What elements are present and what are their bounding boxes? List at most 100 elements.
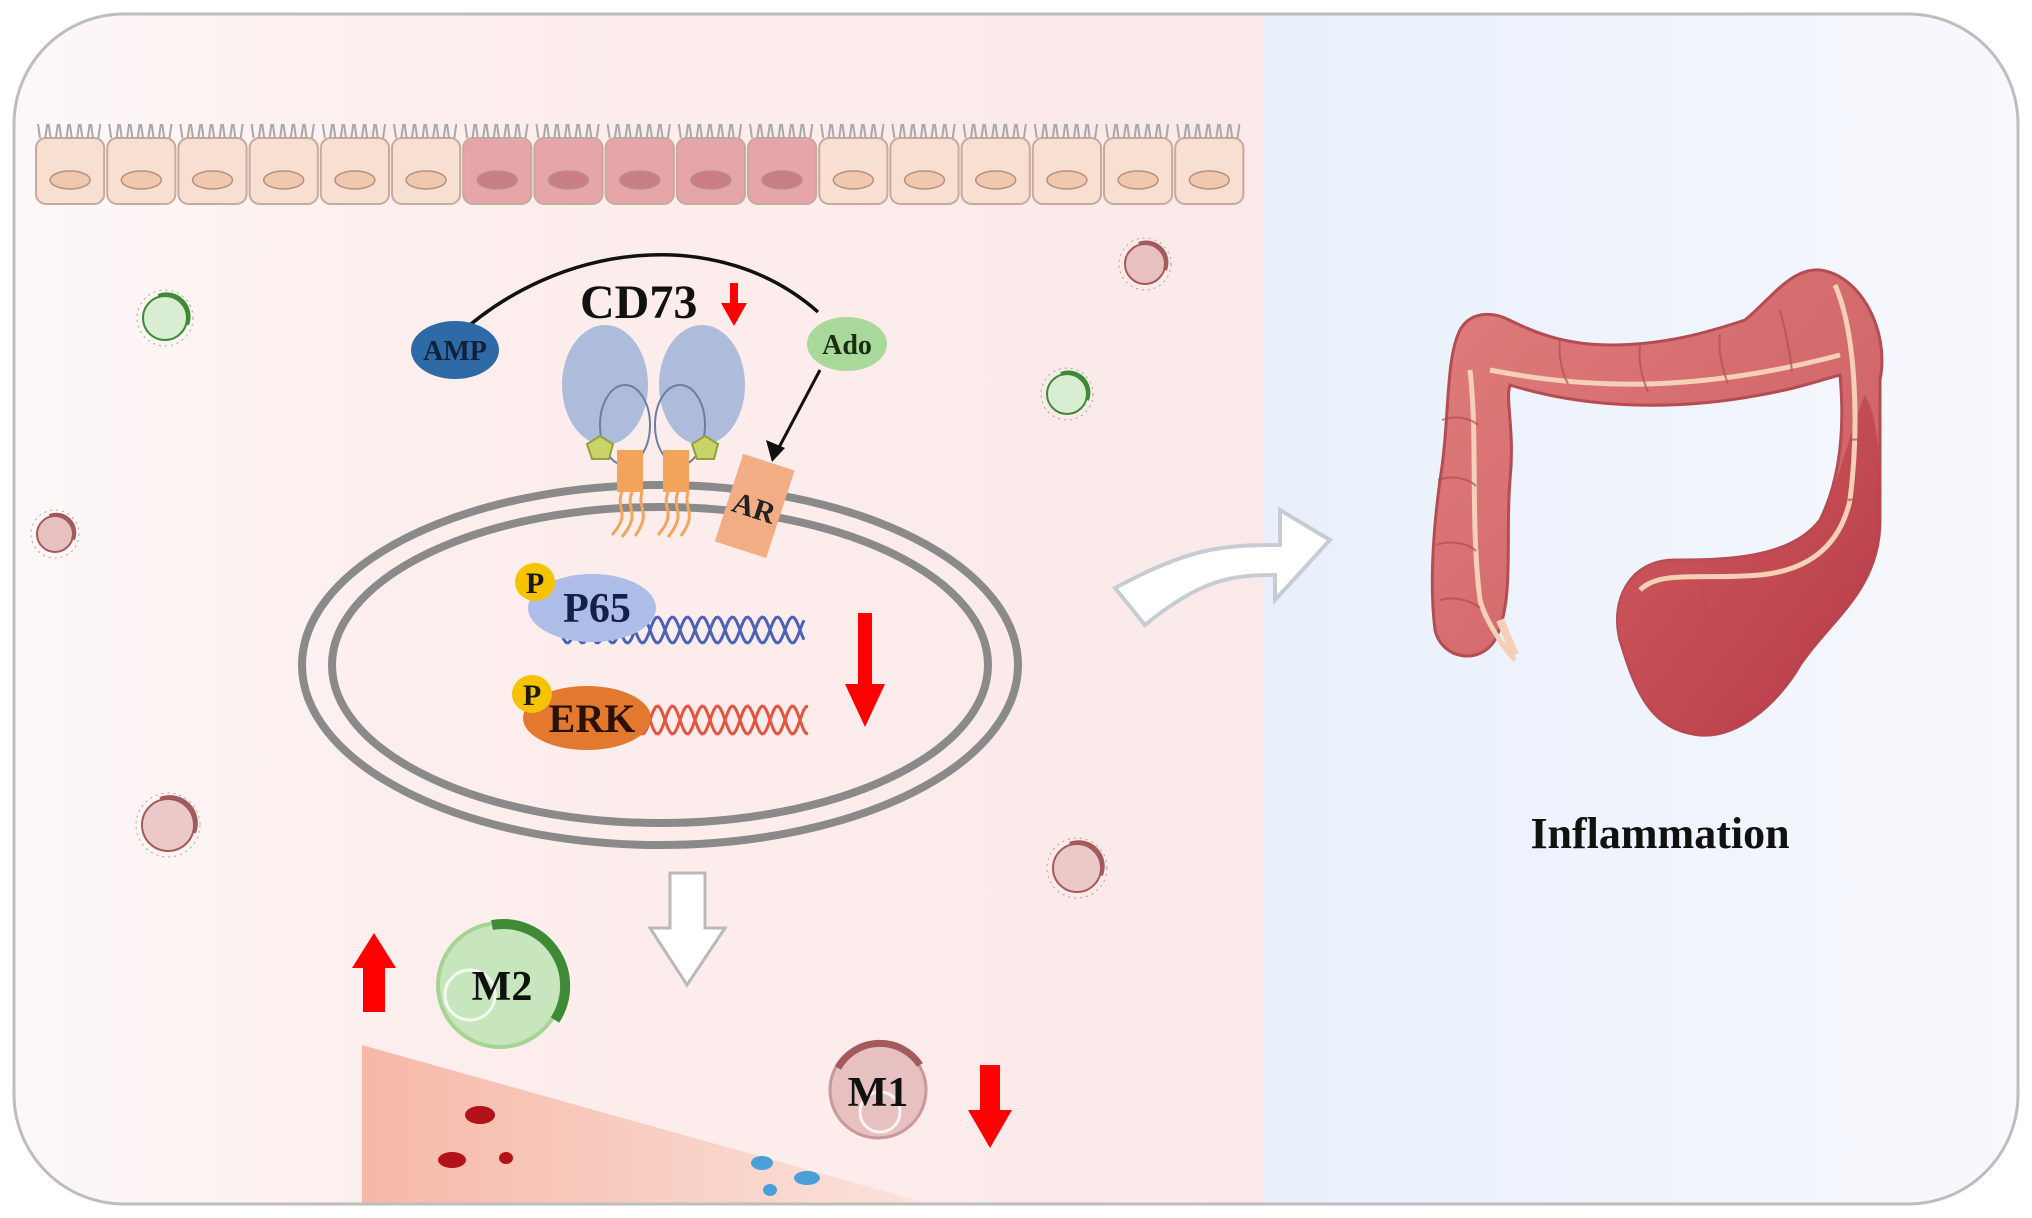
small-cell [142,295,188,341]
microvilli [1176,123,1241,139]
microvilli [108,123,173,139]
cell-nucleus [191,170,234,190]
cell-nucleus [1188,170,1231,190]
colon-fold [1435,541,1477,552]
p65-node [528,574,656,642]
ado-to-ar-arrow [773,369,822,456]
ado-to-ar-arrowhead [766,440,785,462]
cell-membrane [135,792,201,858]
m1-label: M1 [848,1070,909,1116]
colon-fold [1437,476,1477,487]
cell-nucleus [405,170,447,190]
cell-edge [1069,840,1105,876]
small-cell [1046,373,1088,415]
erk-node [523,686,651,750]
ado-label: Ado [822,330,872,361]
dna-strand [618,704,809,736]
cell-nucleus [618,170,661,190]
microvilli [1105,123,1170,139]
cytokine-dots [438,1106,820,1196]
colon-fold [1699,579,1708,629]
cell-nucleus [334,170,376,190]
microvilli [179,123,244,139]
cell-edge [48,512,77,541]
cell-nucleus [120,170,163,190]
down-arrow-icon [968,1065,1012,1148]
microvilli [393,123,458,139]
microvilli [1033,123,1099,139]
m1-macrophage-icon [828,1039,928,1140]
cd73-protein-icon [562,325,745,538]
cell-membrane-icon [298,481,1022,849]
microvilli [820,123,885,139]
cell-nucleus [476,170,519,190]
inflammation-label: Inflammation [1530,809,1789,858]
cd73-label: CD73 [580,276,697,329]
colon-fold [1759,599,1777,641]
cell-nucleus [1117,170,1159,190]
cell-edge [157,292,191,326]
dna-strand [618,704,809,736]
colon-fold [1849,438,1881,451]
cell-nucleus [903,170,946,190]
epithelium-icon [35,123,1245,205]
hollow-right-arrow-icon [1111,506,1334,628]
down-arrow-icon [721,283,747,326]
colon-fold [1819,579,1851,595]
small-cell [36,515,74,553]
conversion-arc [453,253,820,340]
ar-receptor-icon: AR [714,453,795,559]
colon-fold [1638,345,1649,393]
up-arrow-icon [352,933,396,1012]
cell-edge [1138,240,1169,271]
frame [12,12,2020,1206]
cell-edge [1060,370,1091,401]
cell-membrane [30,509,80,559]
phospho-node [515,563,555,601]
cell-nucleus [761,170,803,190]
microvilli [677,123,743,139]
microvilli [321,123,387,139]
small-cell [141,798,195,852]
tissue-wedge [362,1045,930,1204]
microvilli [606,123,671,139]
colon-fold [1558,339,1569,385]
colon-fold [1439,597,1481,609]
cell-nucleus [547,170,590,190]
cell-nucleus [974,170,1017,190]
colon-icon [1430,268,1884,737]
microvilli [962,123,1027,139]
small-cell [1124,243,1166,285]
m2-label: M2 [472,964,533,1010]
erk-label: ERK [549,696,636,741]
cell-membrane [136,289,194,347]
microvilli [250,123,315,139]
m2-macrophage-icon [436,919,571,1049]
hollow-down-arrow-icon [647,871,728,988]
phospho-node [512,675,552,713]
cell-nucleus [690,170,732,190]
dna-helix-icon [618,704,809,736]
small-cell [1052,843,1102,893]
colon-folds [1435,309,1881,641]
cell-nucleus [832,170,875,190]
microvilli [37,123,102,139]
microvilli [464,123,529,139]
microvilli [749,123,814,139]
cell-nucleus [262,170,305,190]
colon-fold [1779,309,1793,373]
phospho-label: P [526,567,544,600]
ado-node [807,317,887,371]
phospho-label: P [523,679,541,712]
cell-edge [159,795,198,834]
colon-fold [1847,498,1879,511]
p65-label: P65 [563,586,631,632]
cell-nucleus [49,170,91,190]
colon-fold [1441,416,1479,426]
amp-node [411,321,499,379]
colon-fold [1718,333,1729,385]
amp-label: AMP [423,336,487,367]
cell-nucleus [1046,170,1088,190]
microvilli [891,123,956,139]
